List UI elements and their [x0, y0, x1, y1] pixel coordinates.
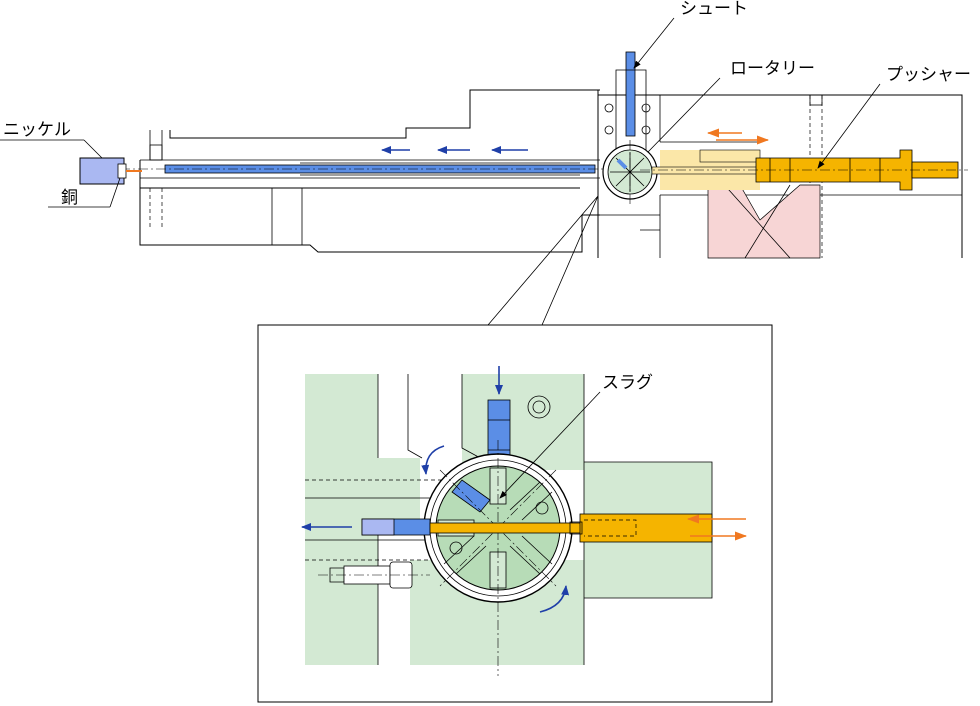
nickel-part: [79, 157, 125, 185]
label-pusher: プッシャー: [886, 65, 971, 85]
slug-in-rotary: [451, 479, 491, 513]
detail-pusher-rod: [429, 522, 591, 534]
detail-view: [257, 324, 773, 703]
die-left-mid: [360, 458, 420, 520]
overview-drawing: [0, 17, 968, 259]
pusher-rod: [651, 166, 763, 175]
zoom-lines: [487, 195, 599, 326]
label-chute: シュート: [680, 0, 748, 19]
die-left: [305, 374, 378, 665]
label-rotary: ロータリー: [730, 59, 815, 79]
label-slug: スラグ: [602, 373, 653, 393]
curved-arrow-icon: [539, 585, 570, 613]
curved-arrow-icon: [421, 445, 445, 475]
label-nickel: ニッケル: [3, 120, 71, 140]
copper-core: [117, 163, 127, 179]
label-copper: 銅: [61, 188, 78, 208]
chute-tube: [625, 51, 636, 137]
